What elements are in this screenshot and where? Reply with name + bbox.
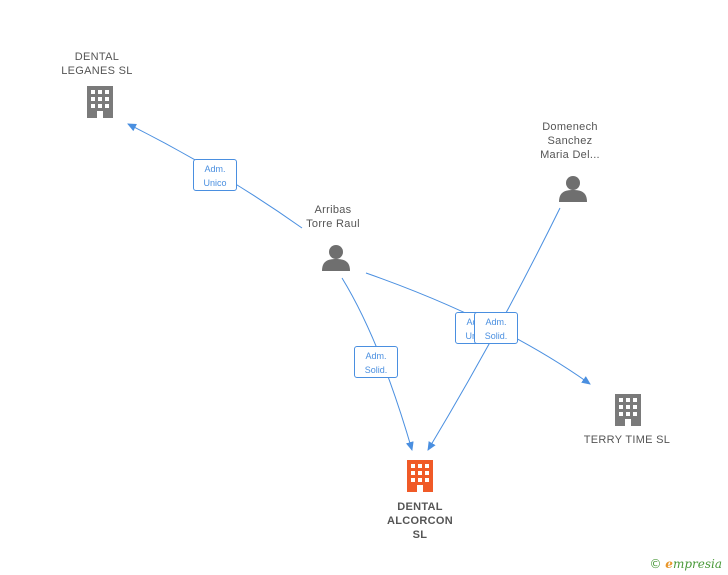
edge-badge-line-2: Solid. xyxy=(484,331,508,341)
edge-badge-line-2: Unico xyxy=(203,178,227,188)
terry-time-label-line-1: TERRY TIME SL xyxy=(583,434,671,446)
edge-badge-line-2: Solid. xyxy=(364,365,388,375)
dental-alcorcon-label-line-3: SL xyxy=(412,529,428,541)
domenech-label-line-3: Maria Del... xyxy=(540,149,600,161)
copyright-icon: © xyxy=(649,557,662,571)
edge-badge-adm-solid-domenech[interactable]: Adm. Solid. xyxy=(474,312,518,344)
empresia-watermark: © empresia xyxy=(649,557,722,571)
domenech-label-line-1: Domenech xyxy=(542,121,598,133)
edge-badge-line-1: Adm. xyxy=(365,351,387,361)
arribas-label-line-2: Torre Raul xyxy=(306,218,360,230)
domenech-label[interactable]: Domenech Sanchez Maria Del... xyxy=(520,120,620,162)
terry-time-building-icon[interactable] xyxy=(615,394,641,426)
brand-name: mpresia xyxy=(672,557,722,571)
brand-initial: e xyxy=(665,557,673,571)
dental-leganes-label-line-2: LEGANES SL xyxy=(61,65,133,77)
edge-badge-line-1: Adm. xyxy=(204,164,226,174)
edge-badge-adm-solid-alcorcon[interactable]: Adm. Solid. xyxy=(354,346,398,378)
edge-badge-adm-unico-leganes[interactable]: Adm. Unico xyxy=(193,159,237,191)
dental-alcorcon-label-line-1: DENTAL xyxy=(397,501,443,513)
domenech-person-icon[interactable] xyxy=(559,176,587,202)
terry-time-label[interactable]: TERRY TIME SL xyxy=(572,433,682,447)
arribas-label-line-1: Arribas xyxy=(314,204,352,216)
edge-badge-line-1: Adm. xyxy=(485,317,507,327)
dental-alcorcon-building-icon[interactable] xyxy=(407,460,433,492)
arribas-label[interactable]: Arribas Torre Raul xyxy=(283,203,383,231)
dental-leganes-building-icon[interactable] xyxy=(87,86,113,118)
dental-alcorcon-label[interactable]: DENTAL ALCORCON SL xyxy=(370,500,470,542)
dental-alcorcon-label-line-2: ALCORCON xyxy=(387,515,453,527)
dental-leganes-label[interactable]: DENTAL LEGANES SL xyxy=(47,50,147,78)
arribas-person-icon[interactable] xyxy=(322,245,350,271)
dental-leganes-label-line-1: DENTAL xyxy=(74,51,120,63)
domenech-label-line-2: Sanchez xyxy=(547,135,593,147)
